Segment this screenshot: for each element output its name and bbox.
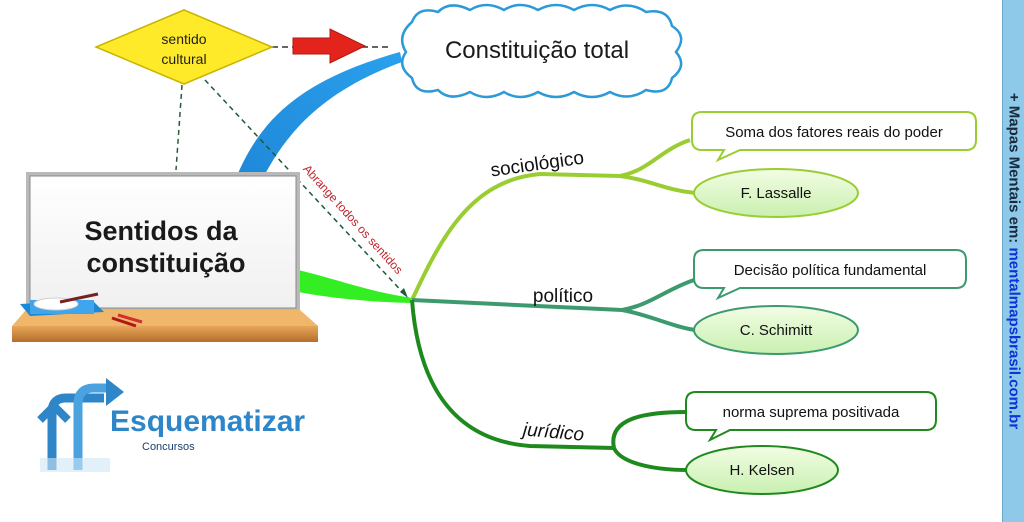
root-title-line2: constituição [86,248,245,278]
author-lassalle-label: F. Lassalle [741,185,812,202]
total-label: Constituição total [445,37,629,64]
cultural-label-line1: sentido [161,31,206,47]
author-oval-kelsen[interactable]: H. Kelsen [685,445,839,495]
branch-label-politico: político [533,286,593,307]
cultural-connector-left [175,84,183,171]
branch-sociologico-line [410,171,621,301]
branch-juridico-line [410,299,615,450]
sidebar-prefix: + Mapas Mentais em: [1005,92,1023,248]
connector-arrowhead [400,288,408,298]
branch-label-juridico: jurídico [519,419,585,446]
sidebar-text: + Mapas Mentais em: mentalmapsbrasil.com… [1006,93,1023,429]
cultural-connector-right [204,79,409,299]
cultural-diamond[interactable] [94,9,274,85]
board-shelf [12,310,318,342]
author-oval-lassalle[interactable]: F. Lassalle [693,168,859,218]
sidebar-site-link[interactable]: mentalmapsbrasil.com.br [1005,247,1023,430]
sidebar-banner: + Mapas Mentais em: mentalmapsbrasil.com… [1002,0,1024,522]
cultural-label-line2: cultural [161,51,206,67]
branch-sociologico-to-concept [619,138,691,178]
branch-politico-line [411,298,623,312]
total-cloud[interactable]: Constituição total [400,3,683,99]
mind-map: sentido cultural Constituição total soci… [12,3,977,495]
callout-sociologico[interactable]: Soma dos fatores reais do poder [691,111,977,163]
callout-juridico[interactable]: norma suprema positivada [685,391,937,443]
logo-sub: Concursos [142,441,195,453]
total-branch [236,52,402,180]
callout-juridico-text: norma suprema positivada [723,404,900,421]
branch-sociologico-to-author [619,174,696,195]
branch-juridico-to-concept [611,410,687,449]
root-title-line1: Sentidos da [84,216,238,246]
branch-juridico-to-author [612,446,689,472]
branch-politico-to-concept [621,278,695,312]
logo-name: Esquematizar [110,405,305,438]
callout-politico-text: Decisão política fundamental [734,262,927,279]
esquematizar-logo-icon [37,378,124,472]
annotation-text: Abrange todos os sentidos [300,162,405,277]
root-branch [298,270,412,303]
author-oval-schimitt[interactable]: C. Schimitt [693,305,859,355]
markers-icon [111,313,143,328]
callout-politico[interactable]: Decisão política fundamental [693,249,967,301]
author-kelsen-label: H. Kelsen [729,462,794,479]
red-arrow [292,28,367,64]
whiteboard[interactable]: Sentidos da constituição [26,172,300,312]
eraser-tray-icon [20,292,104,316]
author-schimitt-label: C. Schimitt [740,322,813,339]
branch-politico-to-author [621,308,696,332]
callout-sociologico-text: Soma dos fatores reais do poder [725,124,943,141]
